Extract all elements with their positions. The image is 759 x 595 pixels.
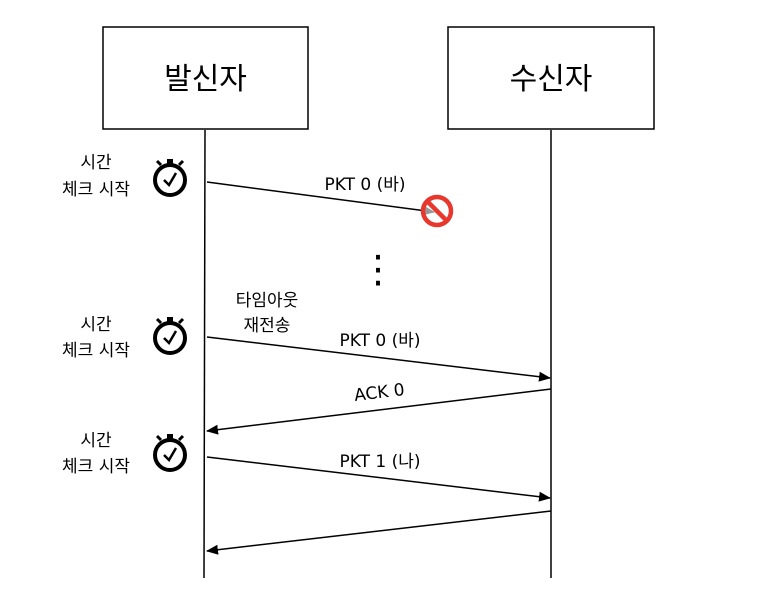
sender-box: 발신자 <box>102 26 309 130</box>
message-arrow <box>206 456 551 502</box>
stopwatch-icon <box>153 317 187 355</box>
timer-label-line1: 시간 <box>80 431 112 451</box>
timer-label-line1: 시간 <box>80 153 112 173</box>
message-return <box>206 510 552 555</box>
message-arrow <box>206 510 552 555</box>
timeout-line1: 타임아웃 <box>236 291 299 311</box>
timer-label-line1: 시간 <box>80 315 112 335</box>
message-label: PKT 0 (바) <box>325 175 406 195</box>
message-arrow <box>206 336 551 382</box>
timeout-line2: 재전송 <box>244 316 291 336</box>
message-label: ACK 0 <box>353 380 406 406</box>
sender-lifeline <box>203 129 206 579</box>
message-arrow <box>206 388 552 435</box>
message-pkt0-retransmit: PKT 0 (바) <box>206 331 551 382</box>
message-pkt1: PKT 1 (나) <box>206 452 551 502</box>
message-label: PKT 1 (나) <box>340 452 421 472</box>
receiver-box: 수신자 <box>447 26 655 130</box>
sender-label: 발신자 <box>164 62 247 97</box>
message-label: PKT 0 (바) <box>340 331 421 351</box>
receiver-label: 수신자 <box>510 62 593 97</box>
ellipsis: ⋮ <box>359 247 397 291</box>
timer-annotation-3: 시간 체크 시작 <box>62 431 187 477</box>
timer-label-line2: 체크 시작 <box>62 180 130 200</box>
timeout-note: 타임아웃 재전송 <box>236 291 299 336</box>
stopwatch-icon <box>153 159 187 197</box>
timer-label-line2: 체크 시작 <box>62 341 130 361</box>
timer-label-line2: 체크 시작 <box>62 457 130 477</box>
message-ack0: ACK 0 <box>206 380 552 435</box>
timer-annotation-2: 시간 체크 시작 <box>62 315 187 361</box>
timer-annotation-1: 시간 체크 시작 <box>62 153 187 200</box>
message-pkt0-lost: PKT 0 (바) <box>206 175 454 228</box>
message-arrow <box>206 181 435 216</box>
lost-packet-icon <box>420 194 454 228</box>
stopwatch-icon <box>153 434 187 472</box>
